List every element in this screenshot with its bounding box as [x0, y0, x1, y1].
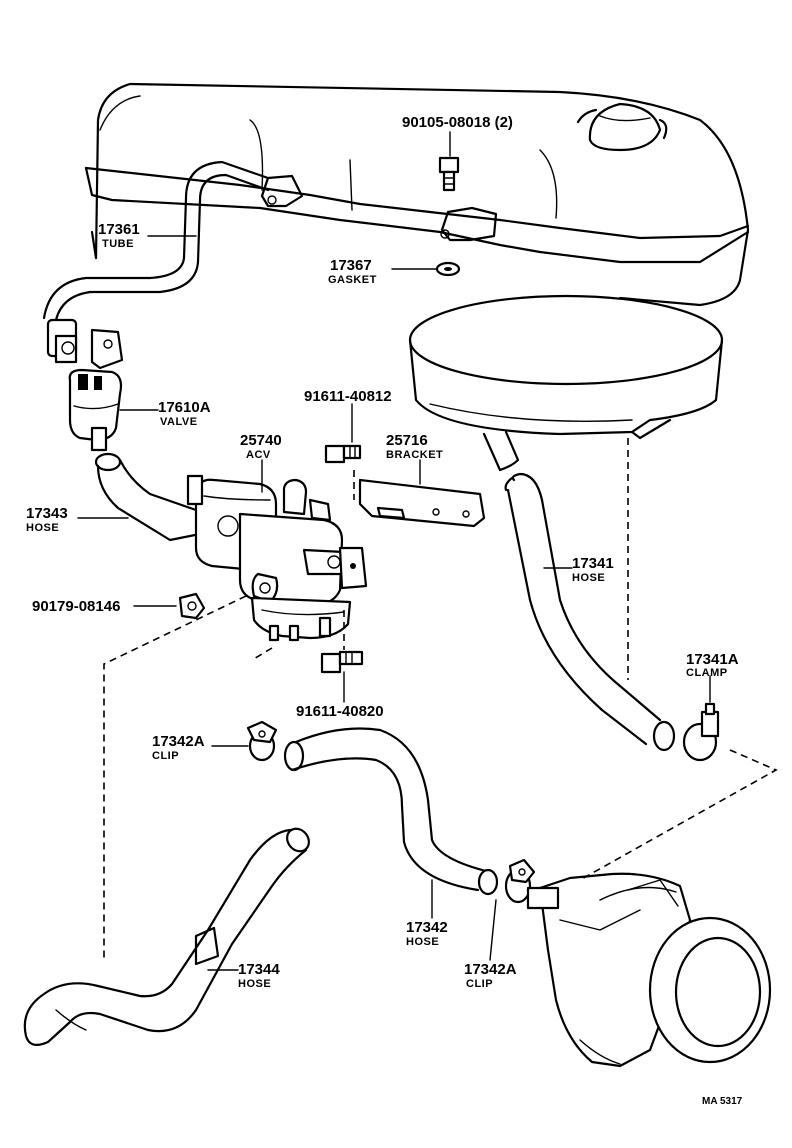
acv-25740: [186, 474, 368, 642]
bolt-90105-icon: [438, 156, 460, 192]
label-17610a-name: VALVE: [160, 416, 198, 428]
label-25716-name: BRACKET: [386, 449, 443, 461]
label-91611-40820-number: 91611-40820: [296, 703, 384, 720]
label-17341-name: HOSE: [572, 572, 605, 584]
label-17342a-top-number: 17342A: [152, 733, 205, 750]
gasket-17367-icon: [435, 261, 461, 277]
label-17343-number: 17343: [26, 505, 68, 522]
label-25740-name: ACV: [246, 449, 271, 461]
label-90179-number: 90179-08146: [32, 598, 120, 615]
label-17342-name: HOSE: [406, 936, 439, 948]
part-labels: 90105-08018 (2) 17361 TUBE 17367 GASKET …: [26, 114, 743, 1107]
label-17361-name: TUBE: [102, 238, 134, 250]
label-17342-number: 17342: [406, 919, 448, 936]
hose-17341: [482, 430, 676, 752]
clip-17342a-top-icon: [246, 720, 278, 762]
label-91611-40812-number: 91611-40812: [304, 388, 392, 405]
label-25716-number: 25716: [386, 432, 428, 449]
label-17342a-top-name: CLIP: [152, 750, 179, 762]
label-17367-number: 17367: [330, 257, 372, 274]
valve-cover: [84, 82, 750, 307]
label-17367-name: GASKET: [328, 274, 377, 286]
label-17610a-number: 17610A: [158, 399, 211, 416]
label-17342a-bottom-number: 17342A: [464, 961, 517, 978]
air-pump: [526, 872, 772, 1068]
label-17341-number: 17341: [572, 555, 614, 572]
label-17341a-name: CLAMP: [686, 667, 728, 679]
bolt-91611-40812-icon: [324, 444, 362, 464]
label-90105-number: 90105-08018 (2): [402, 114, 513, 131]
label-17344-name: HOSE: [238, 978, 271, 990]
tube-17361: [42, 160, 270, 322]
clamp-17341a-icon: [682, 702, 720, 762]
label-17344-number: 17344: [238, 961, 280, 978]
label-17341a-number: 17341A: [686, 651, 739, 668]
label-17343-name: HOSE: [26, 522, 59, 534]
diagram-code: MA 5317: [702, 1096, 743, 1107]
hose-17344: [23, 827, 310, 1047]
clip-17342a-bottom-icon: [504, 858, 536, 904]
label-17342a-bottom-name: CLIP: [466, 978, 493, 990]
bracket-25716: [358, 478, 486, 528]
nut-90179-icon: [178, 592, 206, 620]
hose-17343: [94, 452, 210, 542]
valve-17610a: [46, 318, 124, 452]
assembly-guide-lines: [103, 438, 778, 960]
label-17361-number: 17361: [98, 221, 140, 238]
label-25740-number: 25740: [240, 432, 282, 449]
air-cleaner: [408, 294, 724, 440]
hose-17342: [283, 727, 499, 896]
bolt-91611-40820-icon: [320, 650, 364, 674]
